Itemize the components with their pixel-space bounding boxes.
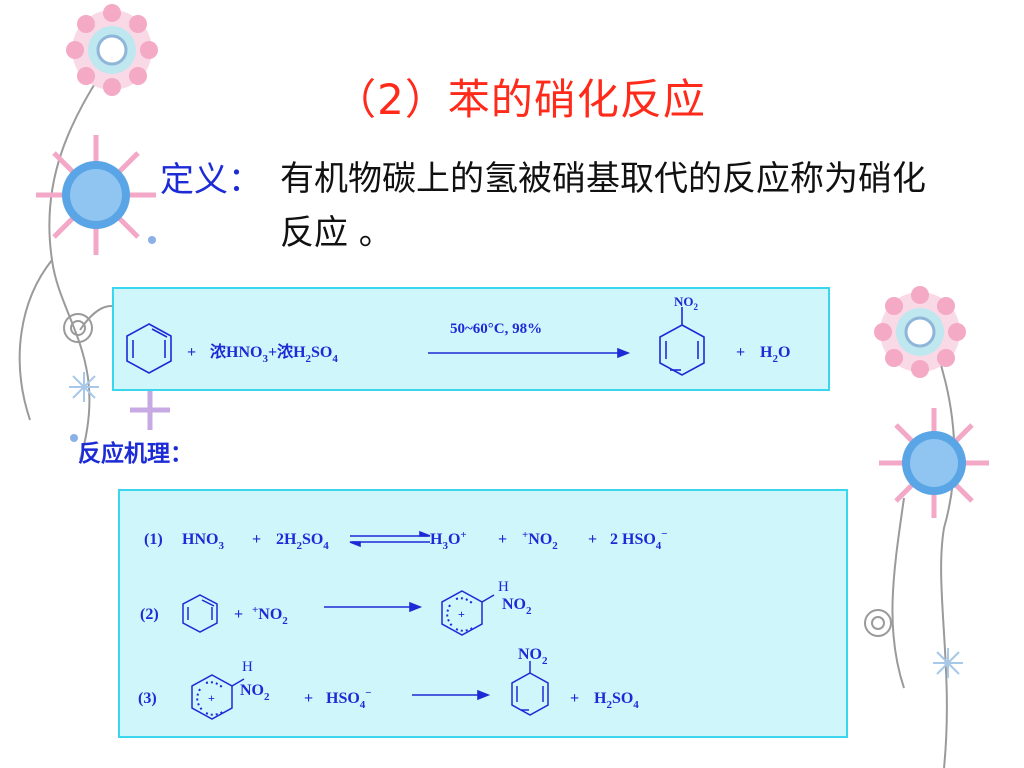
plus-sign: + [736,344,745,361]
mechanism-diagram: (1) HNO3 + 2H2SO4 H3O+ + +NO2 + 2 HSO4− … [138,528,668,720]
sparkle-icon [69,372,99,402]
svg-text:+: + [588,531,597,548]
reaction-diagram: + 浓HNO3+浓H2SO4 50~60°C, 98% NO2 + H2O [126,294,790,376]
svg-text:+: + [498,531,507,548]
mechanism-step-1: (1) HNO3 + 2H2SO4 H3O+ + +NO2 + 2 HSO4− [144,528,668,552]
svg-text:+: + [252,531,261,548]
flower-icon [879,408,989,518]
svg-text:(1): (1) [144,531,163,548]
svg-text:H3O+: H3O+ [430,529,467,552]
decor-dot [148,236,156,244]
mechanism-step-2: (2) + +NO2 + [140,579,532,636]
benzene-ring-icon [126,323,172,374]
reaction-arrow [428,347,631,359]
flower-icon [36,135,156,255]
svg-text:H2SO4: H2SO4 [594,690,639,711]
equilibrium-arrow [349,530,431,548]
svg-text:HSO4−: HSO4− [326,687,372,711]
nitrobenzene-icon [659,307,705,376]
sparkle-icon [933,648,963,678]
svg-text:HNO3: HNO3 [182,531,224,552]
mechanism-title: 反应机理： [78,441,193,467]
svg-text:NO2: NO2 [502,596,532,617]
reaction-arrow [412,689,491,701]
arenium-ion-icon [441,590,495,636]
svg-text:NO2: NO2 [240,682,270,703]
decor-dot [70,434,78,442]
svg-text:H: H [498,579,509,595]
svg-text:+: + [304,690,313,707]
svg-text:NO2: NO2 [518,646,548,667]
svg-text:+NO2: +NO2 [252,604,288,627]
svg-text:H: H [242,659,253,675]
mechanism-box: (1) HNO3 + 2H2SO4 H3O+ + +NO2 + 2 HSO4− … [118,489,848,738]
flower-icon [66,4,158,96]
flower-icon [874,286,966,378]
svg-text:+: + [458,607,465,621]
svg-text:(3): (3) [138,690,157,707]
benzene-ring-icon [182,594,218,633]
flower-decoration-left [18,4,170,461]
nitrobenzene-icon [511,661,549,716]
reaction-arrow [324,601,423,613]
svg-text:+NO2: +NO2 [522,529,558,552]
svg-text:+: + [234,606,243,623]
svg-text:2 HSO4−: 2 HSO4− [610,528,668,552]
nitration-reaction-box: + 浓HNO3+浓H2SO4 50~60°C, 98% NO2 + H2O [112,287,830,391]
flower-decoration-right [864,286,989,768]
svg-text:(2): (2) [140,606,159,623]
plus-sign: + [187,344,196,361]
water-byproduct: H2O [760,344,790,365]
product-nitro-group: NO2 [674,294,699,312]
reagents-label: 浓HNO3+浓H2SO4 [210,343,338,365]
svg-text:+: + [570,690,579,707]
slide-title: （2）苯的硝化反应 [334,75,706,124]
definition-text: 有机物碳上的氢被硝基取代的反应称为硝化反应 。 [280,159,926,253]
definition-label: 定义： [160,160,262,200]
svg-text:+: + [208,691,215,705]
reaction-condition: 50~60°C, 98% [450,321,542,337]
svg-text:2H2SO4: 2H2SO4 [276,531,329,552]
flower-icon [130,390,170,430]
mechanism-step-3: (3) + H NO2 + HSO4− [138,646,639,720]
arenium-ion-icon [191,674,245,720]
